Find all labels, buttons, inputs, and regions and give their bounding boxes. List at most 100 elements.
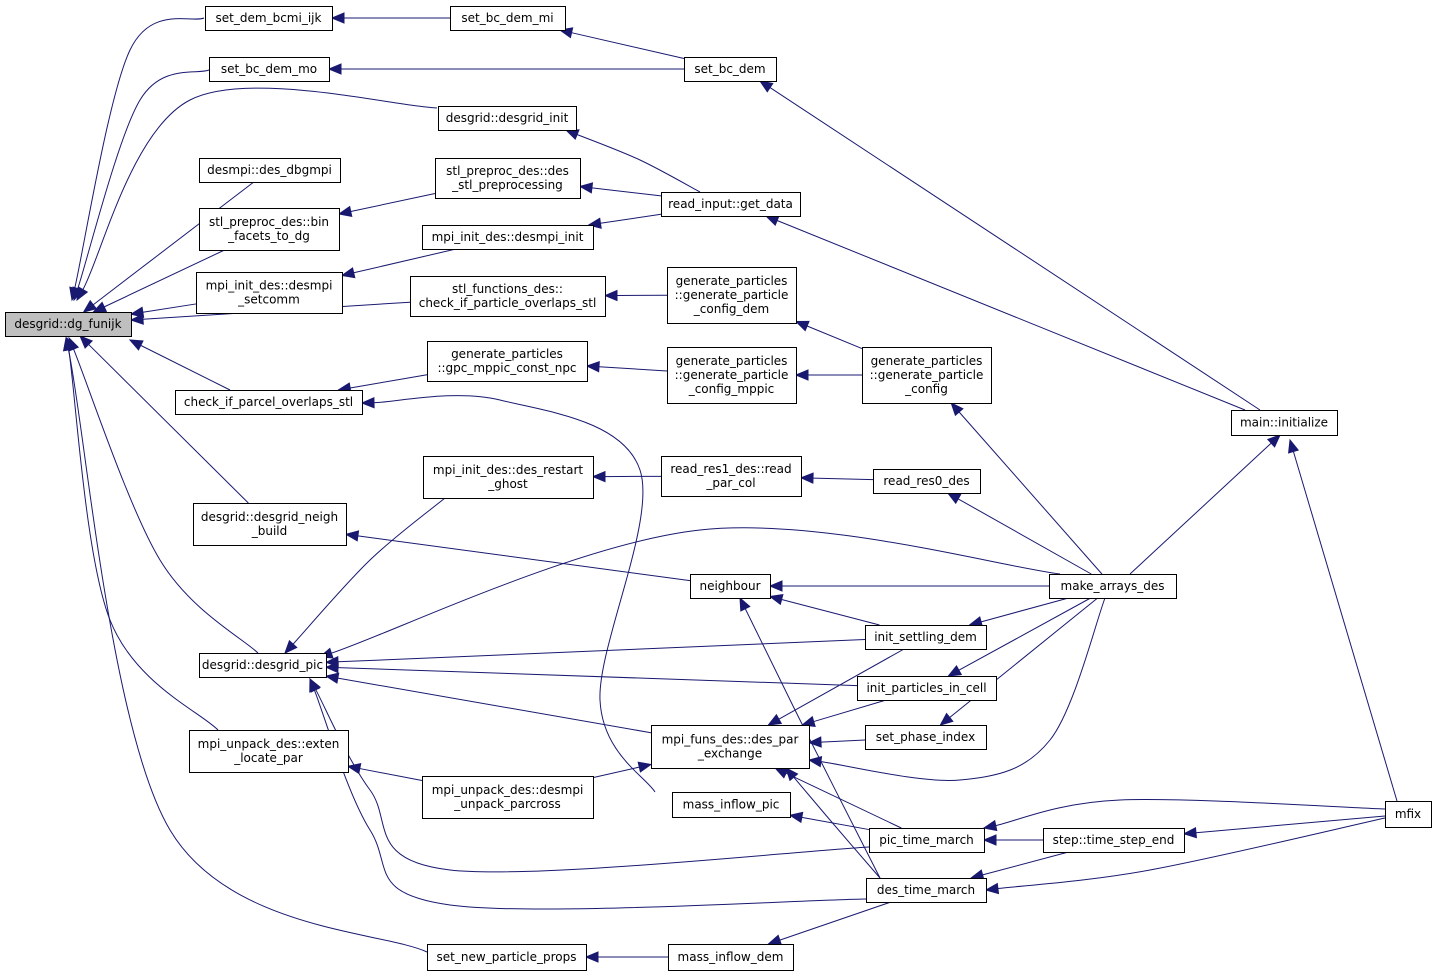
call-edge-par_exchange-to-desgrid_pic xyxy=(337,677,652,734)
call-edge-main_init-to-set_bc_dem xyxy=(769,87,1261,411)
function-node-main_init[interactable]: main::initialize xyxy=(1231,410,1338,436)
function-node-gen_config[interactable]: generate_particles::generate_particle_co… xyxy=(862,347,992,404)
function-node-read_res0[interactable]: read_res0_des xyxy=(873,469,981,494)
call-edge-set_new_particle-to-dg_funijk xyxy=(67,349,428,953)
node-box xyxy=(199,158,341,183)
node-box xyxy=(857,676,997,701)
function-node-read_input[interactable]: read_input::get_data xyxy=(661,192,801,217)
node-label: stl_preproc_des::bin xyxy=(209,215,329,229)
node-box xyxy=(667,267,797,324)
function-node-gpc_mppic[interactable]: generate_particles::gpc_mppic_const_npc xyxy=(427,341,588,382)
node-label: mpi_init_des::desmpi_init xyxy=(432,230,584,244)
function-node-stl_preprocessing[interactable]: stl_preproc_des::des_stl_preprocessing xyxy=(435,158,581,199)
node-label: desgrid::desgrid_pic xyxy=(202,658,323,672)
arrowhead-icon xyxy=(764,215,780,227)
function-node-check_parcel[interactable]: check_if_parcel_overlaps_stl xyxy=(175,390,363,415)
arrowhead-icon xyxy=(946,492,962,505)
function-node-des_time_march[interactable]: des_time_march xyxy=(866,878,987,903)
function-node-des_dbgmpi[interactable]: desmpi::des_dbgmpi xyxy=(199,158,341,183)
function-node-par_exchange[interactable]: mpi_funs_des::des_par_exchange xyxy=(651,725,810,769)
arrowhead-icon xyxy=(799,472,814,484)
function-node-exten_locate[interactable]: mpi_unpack_des::exten_locate_par xyxy=(189,730,349,773)
function-node-set_dem_bcmi_ijk[interactable]: set_dem_bcmi_ijk xyxy=(205,6,333,31)
call-edge-des_dbgmpi-to-dg_funijk xyxy=(92,181,255,306)
call-edge-mfix-to-pic_time_march xyxy=(995,799,1386,827)
arrowhead-icon xyxy=(344,530,360,542)
arrowhead-icon xyxy=(76,286,89,302)
function-node-read_par_col[interactable]: read_res1_des::read_par_col xyxy=(661,456,802,497)
function-node-init_particles[interactable]: init_particles_in_cell xyxy=(857,676,997,701)
call-edge-exten_locate-to-dg_funijk xyxy=(68,349,219,731)
function-node-set_bc_dem_mo[interactable]: set_bc_dem_mo xyxy=(209,57,330,82)
arrowhead-icon xyxy=(800,715,816,727)
function-node-mass_inflow_pic[interactable]: mass_inflow_pic xyxy=(672,792,791,818)
arrowhead-icon xyxy=(360,396,375,409)
call-edge-make_arrays-to-read_res0 xyxy=(957,498,1092,575)
node-label: desgrid::dg_funijk xyxy=(14,317,121,331)
function-node-neighbour[interactable]: neighbour xyxy=(690,574,771,599)
function-node-set_phase[interactable]: set_phase_index xyxy=(865,725,987,750)
node-box xyxy=(423,456,594,499)
node-label: set_new_particle_props xyxy=(437,950,577,964)
node-label: pic_time_march xyxy=(879,833,974,847)
call-edge-bin_facets-to-dg_funijk xyxy=(104,249,225,308)
node-label: mpi_init_des::des_restart xyxy=(433,463,584,477)
call-edge-make_arrays-to-gen_config xyxy=(958,411,1103,575)
node-label: mpi_funs_des::des_par xyxy=(662,732,799,746)
arrowhead-icon xyxy=(785,767,799,782)
function-node-desgrid_pic[interactable]: desgrid::desgrid_pic xyxy=(199,653,327,678)
function-node-pic_time_march[interactable]: pic_time_march xyxy=(869,828,985,853)
function-node-des_restart_ghost[interactable]: mpi_init_des::des_restart_ghost xyxy=(423,456,594,499)
node-label: generate_particles xyxy=(676,274,788,288)
node-box xyxy=(205,6,333,31)
function-node-desmpi_init[interactable]: mpi_init_des::desmpi_init xyxy=(422,225,594,250)
node-box xyxy=(869,828,985,853)
node-label: ::generate_particle xyxy=(870,368,984,382)
function-node-time_step_end[interactable]: step::time_step_end xyxy=(1043,828,1185,853)
node-box xyxy=(866,878,987,903)
function-node-mfix[interactable]: mfix xyxy=(1385,801,1432,828)
node-box xyxy=(175,390,363,415)
function-node-gen_config_dem[interactable]: generate_particles::generate_particle_co… xyxy=(667,267,797,324)
arrowhead-icon xyxy=(82,299,98,313)
node-label: main::initialize xyxy=(1240,415,1328,429)
arrowhead-icon xyxy=(578,182,594,194)
node-box xyxy=(865,725,987,750)
node-label: _config_dem xyxy=(693,302,769,316)
function-node-make_arrays[interactable]: make_arrays_des xyxy=(1049,574,1177,599)
node-label: generate_particles xyxy=(871,354,983,368)
node-box xyxy=(661,192,801,217)
node-box xyxy=(1231,410,1338,436)
call-edge-make_arrays-to-main_init xyxy=(1129,442,1272,575)
node-box xyxy=(661,456,802,497)
function-node-gen_config_mppic[interactable]: generate_particles::generate_particle_co… xyxy=(667,347,797,404)
function-node-desmpi_setcomm[interactable]: mpi_init_des::desmpi_setcomm xyxy=(196,272,343,314)
call-edge-des_time_march-to-mass_inflow_dem xyxy=(779,901,892,941)
function-node-unpack_parcross[interactable]: mpi_unpack_des::desmpi_unpack_parcross xyxy=(422,776,594,819)
node-label: check_if_parcel_overlaps_stl xyxy=(184,395,353,409)
arrowhead-icon xyxy=(62,336,75,352)
function-node-mass_inflow_dem[interactable]: mass_inflow_dem xyxy=(668,944,794,971)
function-node-dg_funijk[interactable]: desgrid::dg_funijk xyxy=(5,312,132,337)
call-edge-unpack_parcross-to-par_exchange xyxy=(592,766,640,779)
call-edge-set_bc_dem_mo-to-dg_funijk xyxy=(77,69,210,289)
node-box xyxy=(209,57,330,82)
arrowhead-icon xyxy=(585,361,600,373)
function-node-bin_facets[interactable]: stl_preproc_des::bin_facets_to_dg xyxy=(199,208,340,251)
function-node-set_bc_dem_mi[interactable]: set_bc_dem_mi xyxy=(450,6,566,31)
node-label: _build xyxy=(251,524,288,538)
arrowhead-icon xyxy=(324,661,339,674)
function-node-init_settling[interactable]: init_settling_dem xyxy=(865,625,987,650)
function-node-set_bc_dem[interactable]: set_bc_dem xyxy=(684,57,777,82)
function-node-neigh_build[interactable]: desgrid::desgrid_neigh_build xyxy=(193,503,347,546)
function-node-set_new_particle[interactable]: set_new_particle_props xyxy=(427,944,587,971)
node-box xyxy=(667,347,797,404)
call-edge-pic_time_march-to-mass_inflow_pic xyxy=(801,816,870,831)
function-node-check_stl[interactable]: stl_functions_des::check_if_particle_ove… xyxy=(410,276,606,317)
node-label: _stl_preprocessing xyxy=(451,178,563,192)
arrowhead-icon xyxy=(768,580,783,592)
function-node-desgrid_init[interactable]: desgrid::desgrid_init xyxy=(438,106,577,131)
arrowhead-icon xyxy=(284,639,298,654)
node-box xyxy=(668,944,794,971)
